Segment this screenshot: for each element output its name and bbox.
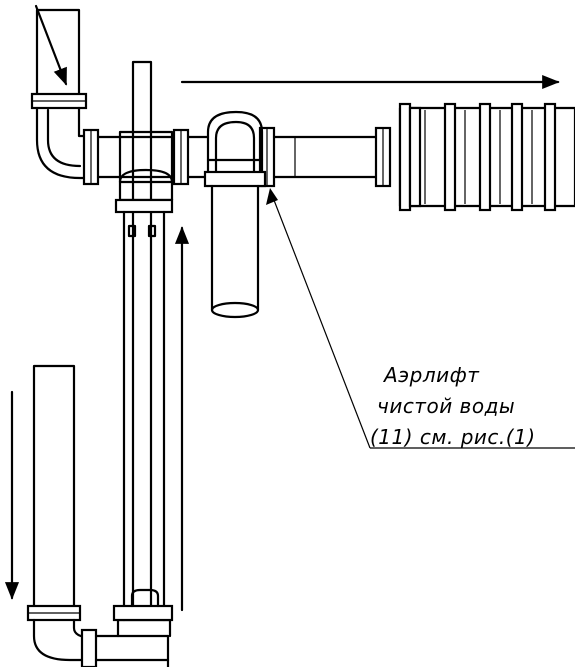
callout-leader [266, 188, 575, 449]
top-left-elbow [35, 106, 88, 180]
vertical-riser [114, 60, 174, 622]
flow-arrows [4, 4, 560, 612]
callout-line-1: Аэрлифт [382, 363, 480, 387]
bottom-u-trap [26, 364, 174, 667]
arrow-inlet [34, 4, 68, 86]
callout-line-3: (11) см. рис.(1) [370, 425, 536, 449]
airlift-clean-water [203, 110, 267, 319]
inlet-pipe-top-left [30, 8, 88, 110]
callout-line-2: чистой воды [377, 394, 515, 418]
callout-text: Аэрлифт чистой воды (11) см. рис.(1) [370, 363, 536, 449]
main-horizontal-pipe [82, 126, 392, 188]
cylinder-unit [398, 102, 575, 212]
